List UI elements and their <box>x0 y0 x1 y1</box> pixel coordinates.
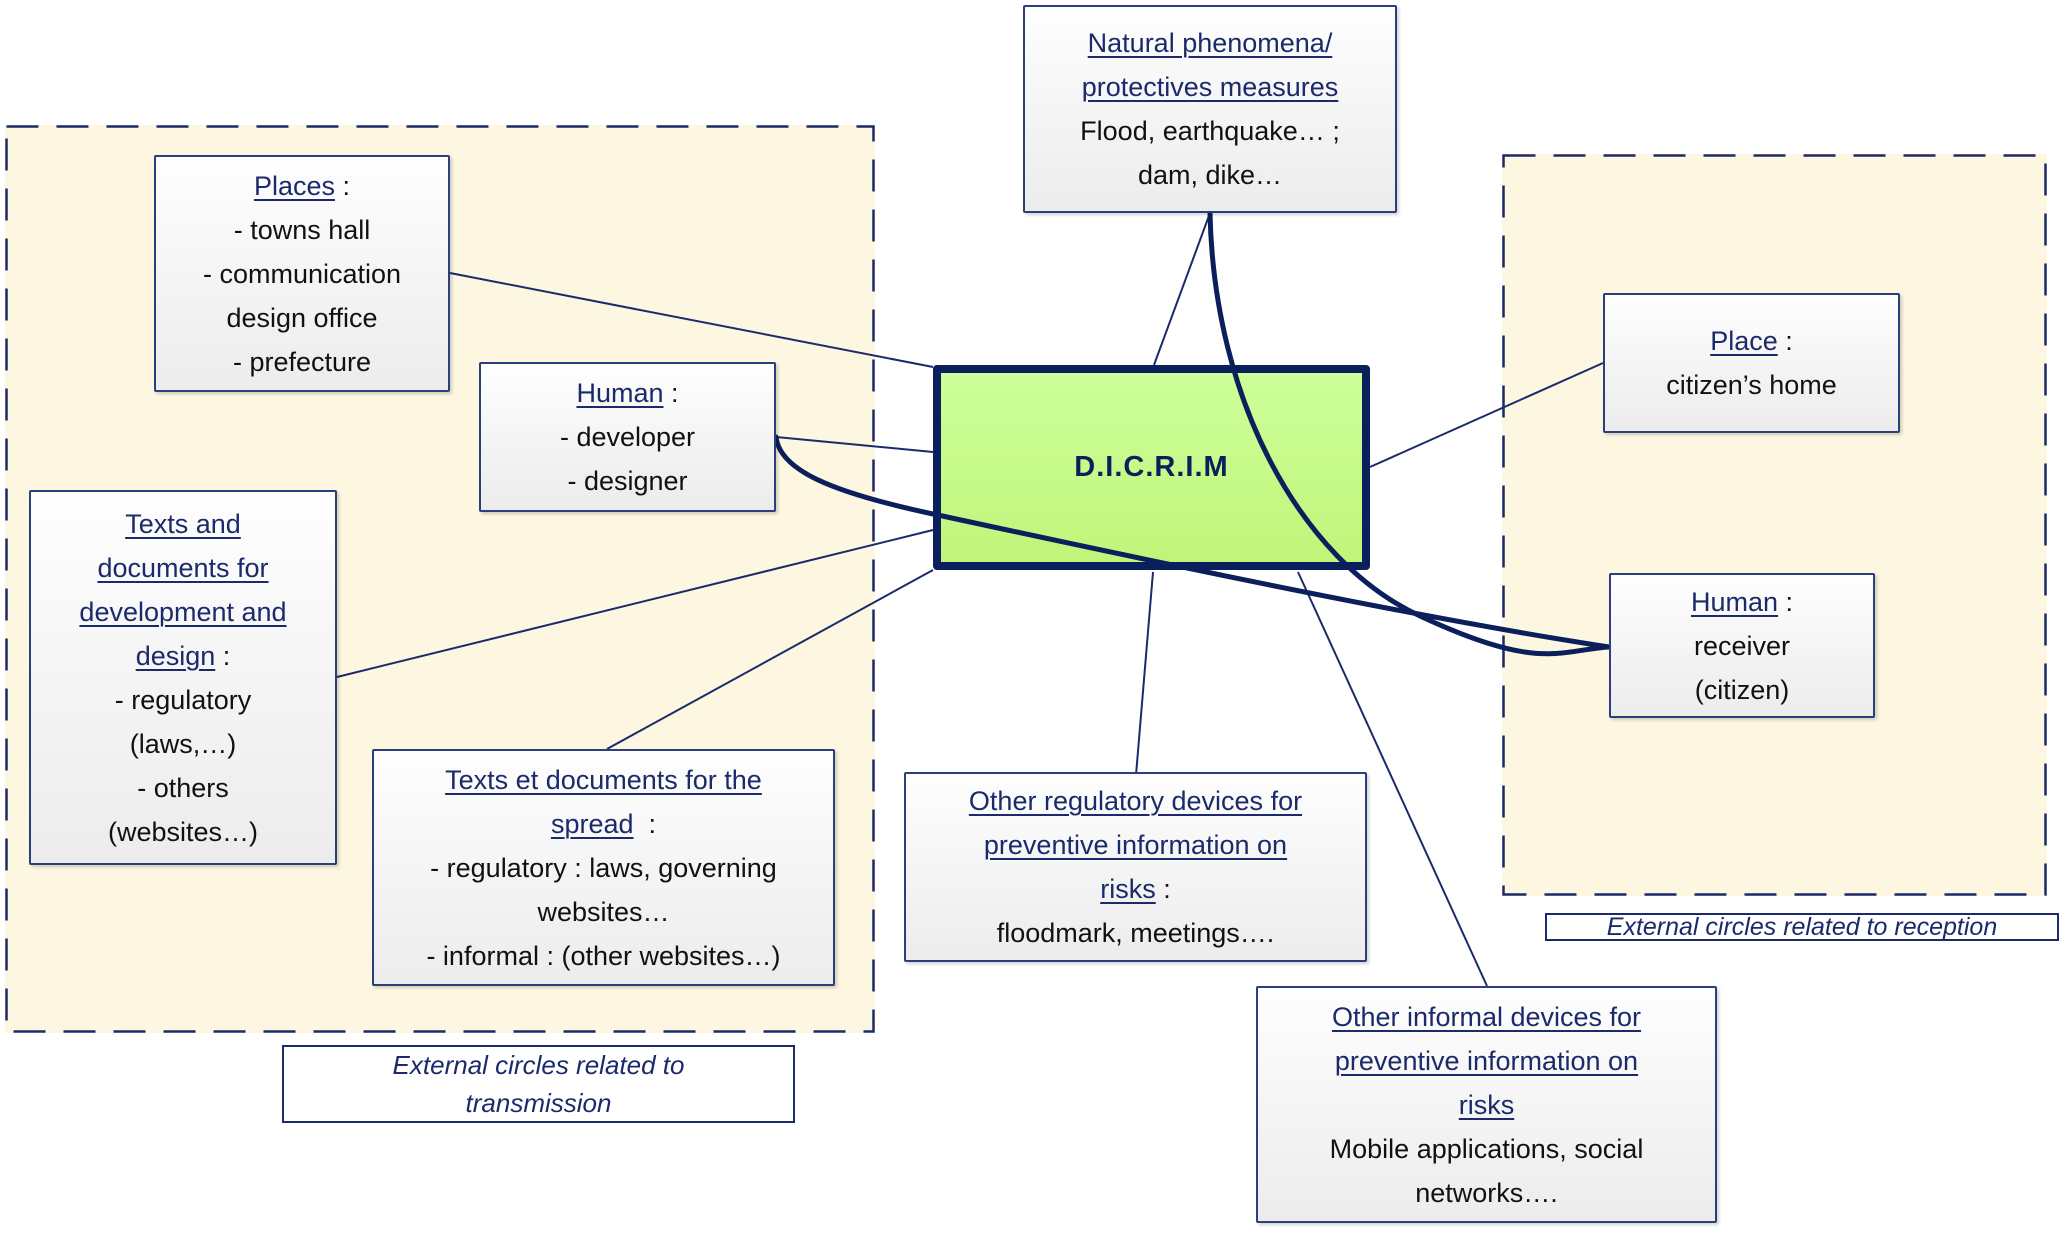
human-receiver-line: receiver <box>1693 630 1791 661</box>
node-human-developer[interactable]: Human : - developer - designer <box>479 362 776 512</box>
other-informal-heading: preventive information on <box>1334 1045 1639 1076</box>
places-line: - prefecture <box>232 346 372 377</box>
node-texts-spread[interactable]: Texts et documents for the spread : - re… <box>372 749 835 986</box>
edge-places-center <box>449 272 934 368</box>
reception-caption: External circles related to reception <box>1545 913 2059 941</box>
texts-spread-line: - informal : (other websites…) <box>426 940 781 971</box>
place-home-line: citizen’s home <box>1666 370 1837 400</box>
transmission-caption-line: External circles related to <box>392 1050 685 1080</box>
texts-dev-line: (websites…) <box>107 816 259 847</box>
places-heading: Places <box>253 170 336 201</box>
texts-dev-heading: development and <box>79 596 287 627</box>
edge-human-dev-center <box>775 436 934 453</box>
natural-heading: Natural phenomena/ <box>1087 28 1333 58</box>
texts-dev-line: - regulatory <box>114 684 252 715</box>
node-places[interactable]: Places : - towns hall - communication de… <box>154 155 450 392</box>
node-texts-development[interactable]: Texts and documents for development and … <box>29 490 337 865</box>
other-informal-heading: Other informal devices for <box>1331 1001 1642 1032</box>
reception-caption-line: External circles related to reception <box>1606 913 1998 941</box>
texts-dev-heading: design <box>135 640 216 671</box>
natural-line: Flood, earthquake… ; <box>1080 116 1340 146</box>
node-other-informal-devices[interactable]: Other informal devices for preventive in… <box>1256 986 1717 1223</box>
other-regulatory-heading: risks <box>1100 874 1156 904</box>
human-dev-line: - designer <box>567 466 688 496</box>
texts-dev-line: (laws,…) <box>129 728 237 759</box>
texts-dev-line: - others <box>137 772 229 803</box>
other-regulatory-heading: Other regulatory devices for <box>968 786 1303 816</box>
edge-natural-center <box>1153 212 1211 366</box>
edge-center-place-home <box>1369 362 1604 468</box>
other-informal-line: Mobile applications, social <box>1329 1133 1644 1164</box>
dicrim-label: D.I.C.R.I.M <box>1074 451 1229 483</box>
node-place-citizen-home[interactable]: Place : citizen’s home <box>1603 293 1900 433</box>
texts-spread-heading: Texts et documents for the <box>445 764 762 795</box>
edge-texts-spread-center <box>606 569 934 750</box>
natural-heading: protectives measures <box>1081 72 1339 102</box>
transmission-caption: External circles related to transmission <box>282 1045 795 1123</box>
human-dev-heading: Human <box>576 378 664 408</box>
other-regulatory-line: floodmark, meetings…. <box>996 918 1275 948</box>
edge-center-other-regulatory <box>1135 571 1154 776</box>
node-other-regulatory-devices[interactable]: Other regulatory devices for preventive … <box>904 772 1367 962</box>
texts-spread-line: websites… <box>537 896 670 927</box>
dicrim-center-node[interactable]: D.I.C.R.I.M <box>933 365 1370 570</box>
places-line: design office <box>226 302 378 333</box>
transmission-caption-line: transmission <box>465 1088 612 1118</box>
human-receiver-line: (citizen) <box>1694 674 1790 705</box>
other-regulatory-heading: preventive information on <box>983 830 1288 860</box>
node-human-receiver[interactable]: Human : receiver (citizen) <box>1609 573 1875 718</box>
places-line: - towns hall <box>233 214 371 245</box>
natural-line: dam, dike… <box>1137 160 1283 190</box>
texts-dev-heading: documents for <box>97 552 269 583</box>
other-informal-line: networks…. <box>1415 1177 1558 1208</box>
other-informal-heading: risks <box>1458 1089 1515 1120</box>
texts-spread-line: - regulatory : laws, governing <box>430 852 777 883</box>
human-receiver-heading: Human <box>1690 586 1779 617</box>
texts-spread-heading: spread <box>550 808 634 839</box>
edge-texts-dev-center <box>336 529 934 678</box>
node-natural-phenomena[interactable]: Natural phenomena/ protectives measures … <box>1023 5 1397 213</box>
place-home-heading: Place <box>1710 326 1778 356</box>
reception-zone-border <box>1502 154 2047 896</box>
places-line: - communication <box>202 258 402 289</box>
texts-dev-heading: Texts and <box>125 508 241 539</box>
human-dev-line: - developer <box>559 422 696 452</box>
